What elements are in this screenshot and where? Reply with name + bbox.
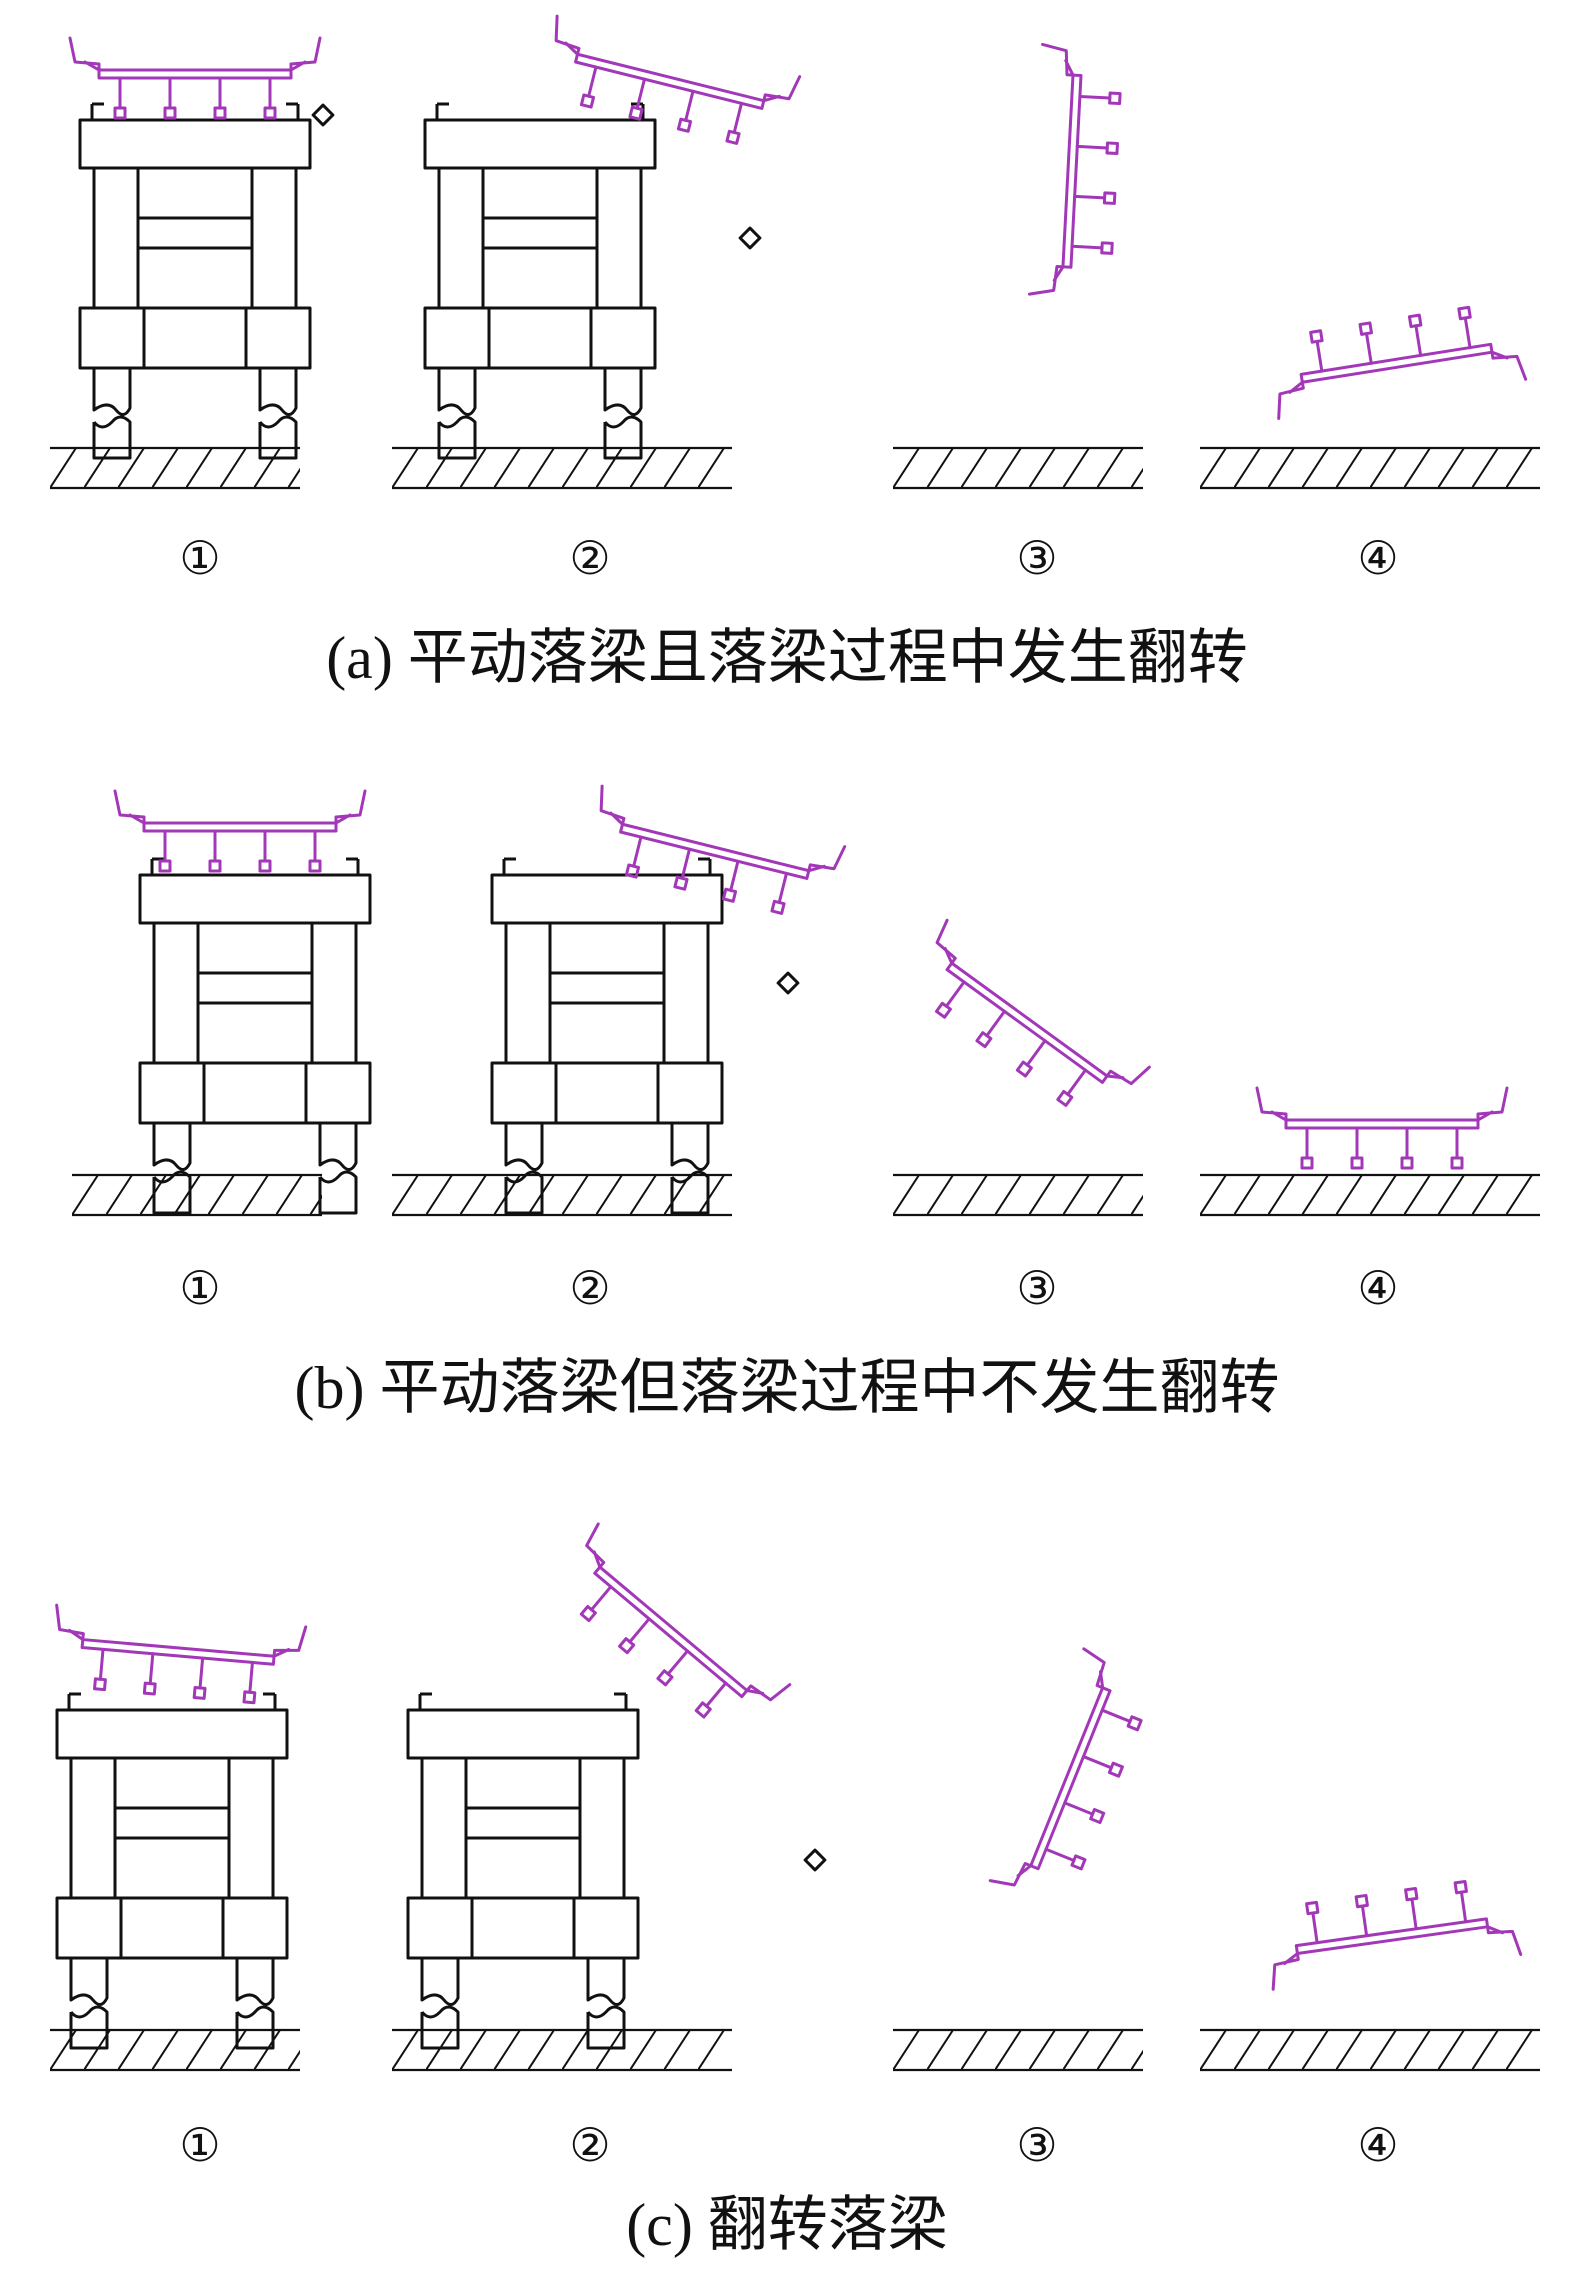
bearing-debris [776, 971, 800, 995]
step-marker: ③ [1016, 2118, 1057, 2172]
pier [138, 857, 372, 1215]
ground [48, 446, 1542, 490]
step-marker: ② [569, 531, 610, 585]
step-markers: ① ② ③ ④ ① ② ③ ④ ① ② ③ ④ [179, 531, 1398, 2172]
beam-step-3 [1027, 42, 1124, 300]
beam-step-1 [68, 36, 322, 120]
pier [423, 102, 657, 460]
step-marker: ① [179, 1261, 220, 1315]
caption-a: (a) 平动落梁且落梁过程中发生翻转 [326, 625, 1248, 691]
pier [55, 1692, 289, 2050]
beam-step-2 [536, 14, 802, 156]
bearing-debris [803, 1848, 827, 1872]
beam-step-3 [898, 918, 1151, 1134]
bearing-debris [311, 103, 762, 250]
panel-a [48, 14, 1542, 490]
step-marker: ② [569, 2118, 610, 2172]
step-marker: ③ [1016, 1261, 1057, 1315]
beam-step-1 [48, 1603, 308, 1709]
ground [70, 1173, 1542, 1217]
step-marker: ④ [1357, 2118, 1398, 2172]
beam-step-2 [545, 1522, 792, 1748]
caption-c: (c) 翻转落梁 [626, 2192, 948, 2258]
step-marker: ② [569, 1261, 610, 1315]
beam-step-3 [988, 1647, 1160, 1913]
panel-c [48, 1522, 1542, 2072]
pier [490, 857, 724, 1215]
pier [406, 1692, 640, 2050]
pier [78, 102, 312, 460]
beam-step-4 [1255, 1086, 1509, 1170]
step-marker: ④ [1357, 1261, 1398, 1315]
step-marker: ③ [1016, 531, 1057, 585]
step-marker: ① [179, 2118, 220, 2172]
beam-step-2 [581, 784, 847, 926]
beam-step-4 [1260, 1873, 1523, 1991]
step-marker: ① [179, 531, 220, 585]
panel-b [70, 784, 1542, 1217]
caption-b: (b) 平动落梁但落梁过程中不发生翻转 [295, 1355, 1280, 1421]
step-marker: ④ [1357, 531, 1398, 585]
beam-step-4 [1264, 298, 1528, 420]
